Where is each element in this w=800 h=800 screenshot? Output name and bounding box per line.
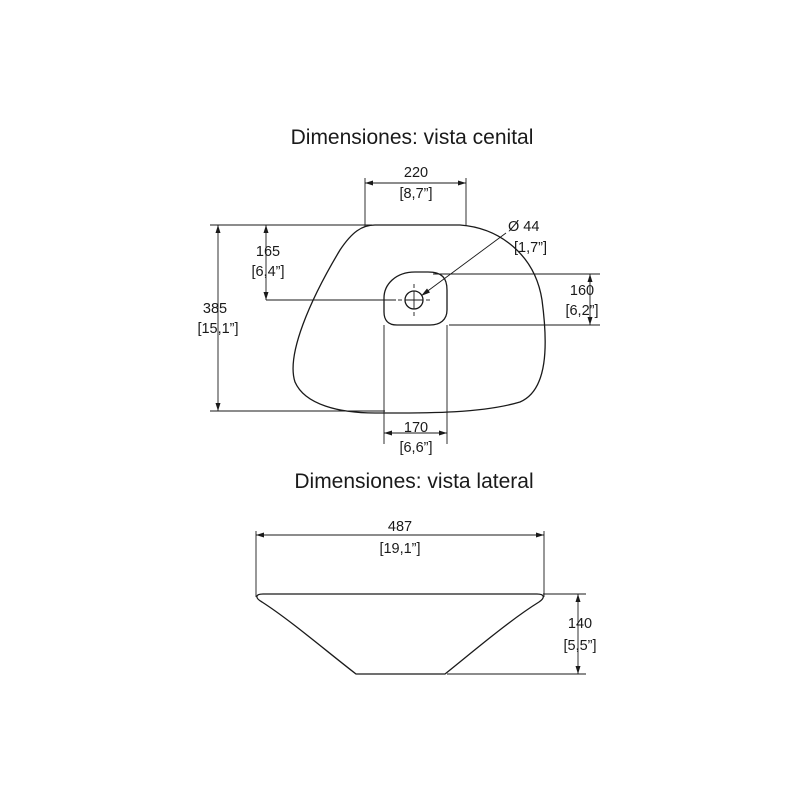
side-height-in: [5,5”]: [563, 638, 596, 654]
basin-width-in: [6,6”]: [399, 440, 432, 456]
drain-diameter-mm: Ø 44: [508, 219, 539, 235]
basin-length-mm: 160: [570, 283, 594, 299]
side-view-outline: [256, 593, 544, 675]
side-view-title: Dimensiones: vista lateral: [294, 470, 533, 493]
drain-diameter-in: [1,7”]: [514, 240, 547, 256]
depth-in: [15,1”]: [197, 321, 238, 337]
dimension-487: [255, 531, 545, 597]
dimension-170: [383, 325, 448, 444]
dimension-140: [447, 593, 586, 675]
dimension-160: [433, 273, 600, 326]
width-top-mm: 220: [404, 165, 428, 181]
basin-length-in: [6,2”]: [565, 303, 598, 319]
top-view-title: Dimensiones: vista cenital: [291, 126, 534, 149]
dimension-220: [364, 178, 467, 226]
drain-offset-mm: 165: [256, 244, 280, 260]
diameter-leader: [421, 232, 507, 296]
width-top-in: [8,7”]: [399, 186, 432, 202]
drain-offset-in: [6,4”]: [251, 264, 284, 280]
side-height-mm: 140: [568, 616, 592, 632]
side-width-mm: 487: [388, 519, 412, 535]
top-view-outline: [292, 224, 546, 414]
drain-icon: [398, 284, 430, 316]
dimension-165: [263, 225, 396, 301]
top-view-basin: [383, 271, 448, 326]
dimension-385: [210, 224, 385, 412]
basin-width-mm: 170: [404, 420, 428, 436]
side-width-in: [19,1”]: [379, 541, 420, 557]
depth-mm: 385: [203, 301, 227, 317]
